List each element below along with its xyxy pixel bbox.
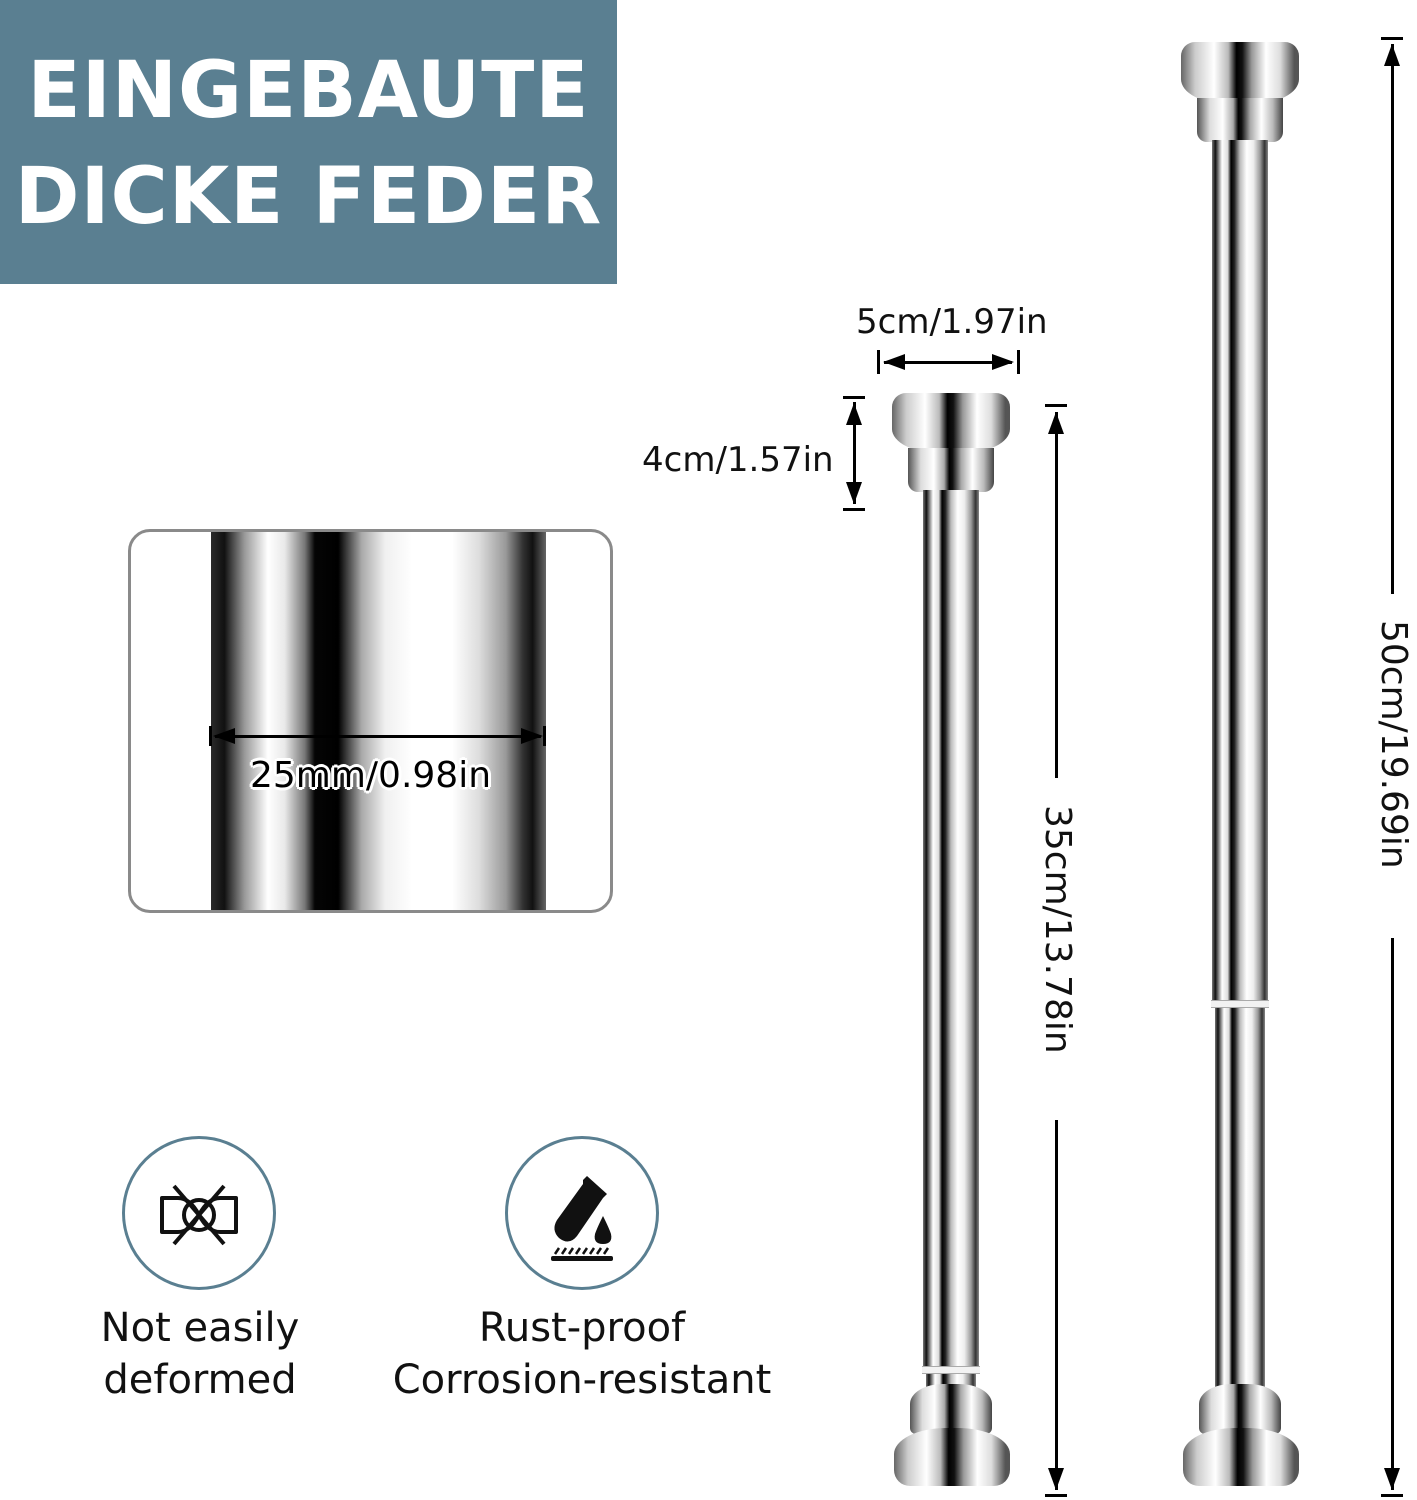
feature-label-line-1: Rust-proof <box>478 1305 686 1351</box>
chemical-resistant-icon <box>551 1176 613 1261</box>
long-rod-top-cap <box>1181 42 1299 104</box>
long-rod-tick-top <box>1381 37 1403 40</box>
arrow-up-icon <box>1384 44 1400 66</box>
feature-icon-circle <box>505 1136 659 1290</box>
arrow-right-icon <box>521 728 543 744</box>
feature-label-line-2: Corrosion-resistant <box>392 1357 772 1403</box>
long-rod-bottom-cap <box>1183 1428 1299 1486</box>
no-deform-icon <box>160 1184 238 1246</box>
feature-label-line-1: Not easily <box>100 1305 300 1351</box>
feature-label: Rust-proof Corrosion-resistant <box>382 1302 782 1406</box>
banner-title-line-1: EINGEBAUTE <box>27 46 590 136</box>
long-rod-bottom-cap-collar <box>1199 1384 1281 1434</box>
feature-label: Not easily deformed <box>60 1302 340 1406</box>
rod-closeup-panel: 25mm/0.98in <box>128 529 613 913</box>
short-rod-tube <box>923 490 979 1366</box>
banner-title-line-2: DICKE FEDER <box>14 152 603 242</box>
long-rod-length-label: 50cm/19.69in <box>1373 620 1414 869</box>
arrow-down-icon <box>1048 1468 1064 1490</box>
dimension-tick-right <box>543 726 546 746</box>
arrow-down-icon <box>846 482 862 504</box>
short-rod-bottom-cap-collar <box>910 1384 992 1434</box>
arrow-down-icon <box>1384 1468 1400 1490</box>
title-banner: EINGEBAUTE DICKE FEDER <box>0 0 617 284</box>
diameter-dimension-line <box>215 735 541 738</box>
long-rod-tick-bottom <box>1381 1494 1403 1497</box>
short-rod-dimension-line-bottom <box>1055 1120 1058 1490</box>
cap-height-tick-bottom <box>843 508 865 511</box>
cap-height-tick-top <box>843 396 865 399</box>
short-rod-dimension-line-top <box>1055 412 1058 778</box>
short-rod-tick-bottom <box>1045 1494 1067 1497</box>
short-rod-top-cap <box>892 393 1010 453</box>
cap-width-tick-right <box>1017 350 1020 374</box>
arrow-right-icon <box>992 354 1014 370</box>
arrow-left-icon <box>213 728 235 744</box>
cap-height-dimension-line <box>853 402 856 504</box>
short-rod-bottom-cap <box>894 1428 1010 1486</box>
long-rod-dimension-line-top <box>1391 44 1394 594</box>
long-rod-dimension-line-bottom <box>1391 938 1394 1490</box>
short-rod-tick-top <box>1045 404 1067 407</box>
long-rod-inner-tube <box>1215 1008 1265 1388</box>
arrow-up-icon <box>846 403 862 425</box>
long-rod-outer-tube <box>1212 140 1268 1002</box>
cap-width-tick-left <box>877 350 880 374</box>
dimension-tick-left <box>209 726 212 746</box>
short-rod-top-cap-collar <box>908 448 994 492</box>
cap-height-label: 4cm/1.57in <box>642 440 834 480</box>
short-rod-joint <box>922 1366 980 1374</box>
rod-closeup-image <box>211 532 546 910</box>
feature-icon-circle <box>122 1136 276 1290</box>
long-rod-joint <box>1211 1000 1269 1008</box>
long-rod-top-cap-collar <box>1197 98 1283 142</box>
cap-width-dimension-line <box>884 361 1012 364</box>
feature-label-line-2: deformed <box>103 1357 297 1403</box>
cap-width-label: 5cm/1.97in <box>856 302 1048 342</box>
short-rod-length-label: 35cm/13.78in <box>1037 805 1078 1054</box>
diameter-label: 25mm/0.98in <box>249 755 492 796</box>
arrow-up-icon <box>1048 412 1064 434</box>
arrow-left-icon <box>883 354 905 370</box>
